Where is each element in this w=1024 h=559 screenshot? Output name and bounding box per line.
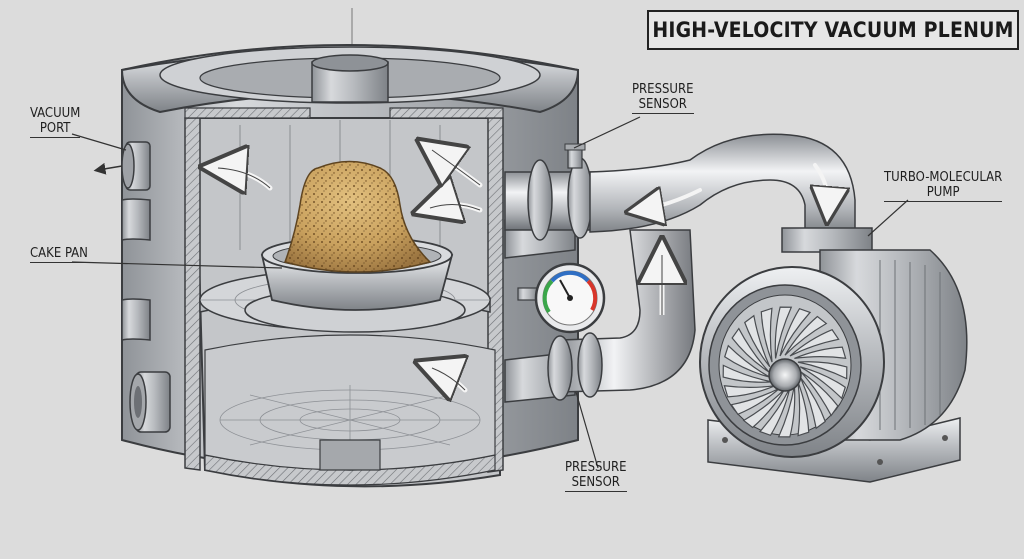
lower-pipe — [547, 229, 696, 401]
label-vacuum-port-line1: VACUUM — [30, 106, 81, 121]
label-cake-pan-text: CAKE PAN — [30, 246, 88, 263]
label-pressure-sensor-bottom-line2: SENSOR — [565, 475, 627, 492]
label-turbo-pump: TURBO-MOLECULAR PUMP — [884, 170, 1003, 202]
turbine-blade — [744, 314, 771, 368]
turbine-blade — [724, 344, 771, 378]
turbine-blade — [784, 315, 828, 356]
turbine-blade — [779, 307, 812, 357]
label-vacuum-port-line2: PORT — [30, 121, 81, 138]
label-pressure-sensor-top: PRESSURE SENSOR — [632, 82, 694, 114]
turbine-blade — [797, 381, 810, 437]
turbine-blade — [794, 346, 847, 360]
turbo-molecular-pump — [699, 249, 968, 483]
turbine-blade — [722, 364, 773, 383]
turbine-blade — [799, 376, 826, 430]
turbine-blade — [777, 385, 796, 438]
turbine-blade — [742, 388, 786, 429]
turbine-blade — [723, 384, 776, 398]
turbine-blade — [789, 328, 840, 357]
label-pressure-sensor-bottom-line1: PRESSURE — [565, 460, 627, 475]
label-turbo-pump-line2: PUMP — [884, 185, 1003, 202]
turbine-blade — [800, 371, 839, 417]
turbine-blade — [760, 307, 773, 363]
leader-lines — [71, 116, 909, 469]
label-cake-pan: CAKE PAN — [30, 246, 88, 263]
vacuum-port — [121, 141, 151, 191]
turbine-blade — [797, 361, 848, 380]
cake — [284, 160, 432, 273]
turbine-blade — [730, 387, 781, 416]
diagram-title: HIGH-VELOCITY VACUUM PLENUM — [647, 10, 1019, 50]
turbine-blade — [731, 327, 770, 373]
label-pressure-sensor-top-line2: SENSOR — [632, 97, 694, 114]
label-turbo-pump-line1: TURBO-MOLECULAR — [884, 170, 1003, 185]
turbine-blade — [774, 306, 793, 359]
exhaust-arrow — [93, 162, 123, 175]
lower-port — [129, 371, 171, 433]
label-pressure-sensor-top-line1: PRESSURE — [632, 82, 694, 97]
label-pressure-sensor-bottom: PRESSURE SENSOR — [565, 460, 627, 492]
turbine-blade — [799, 366, 846, 400]
turbine-blade — [758, 387, 791, 437]
pressure-gauge — [517, 262, 606, 334]
label-vacuum-port: VACUUM PORT — [30, 106, 81, 138]
